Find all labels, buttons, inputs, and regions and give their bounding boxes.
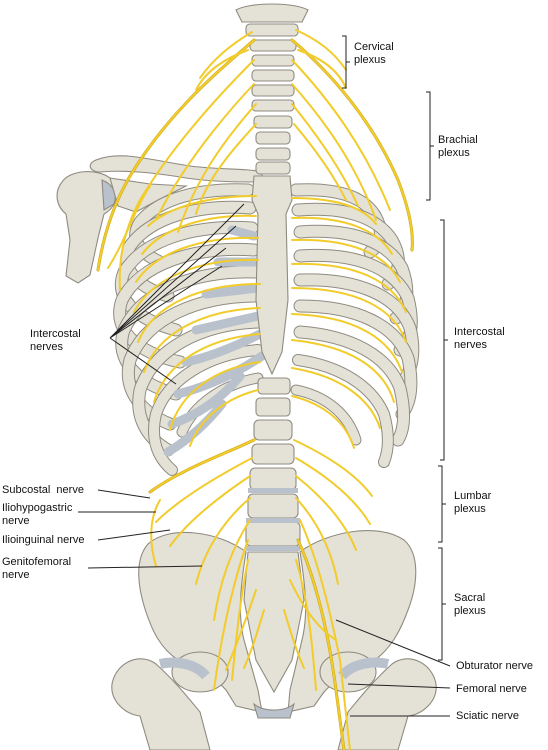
label-iliohypogastric-nerve: Iliohypogastric nerve xyxy=(2,502,72,528)
bracket-lumbar xyxy=(438,465,446,543)
vertebral-column xyxy=(235,3,309,551)
label-cervical-line1: Cervical xyxy=(354,41,394,53)
label-intercostal-nerves-left: Intercostal nerves xyxy=(30,328,81,354)
label-intercostal-nerves-right: Intercostal nerves xyxy=(454,326,505,352)
label-brachial-line2: plexus xyxy=(438,147,470,159)
label-cervical-line2: plexus xyxy=(354,54,386,66)
bracket-intercostal-right xyxy=(440,219,448,461)
label-brachial-plexus: Brachial plexus xyxy=(438,134,478,160)
leader-intercostal-left xyxy=(109,203,245,385)
label-sciatic-nerve: Sciatic nerve xyxy=(456,710,519,722)
femurs xyxy=(111,657,437,750)
label-iliohypogastric-line1: Iliohypogastric xyxy=(2,502,73,514)
label-intercostal-right-line2: nerves xyxy=(454,339,488,351)
leader-genitofemoral xyxy=(87,565,203,569)
label-genitofemoral-line2: nerve xyxy=(2,569,30,581)
bracket-brachial xyxy=(426,91,434,201)
label-intercostal-left-line2: nerves xyxy=(30,341,64,353)
label-lumbar-line1: Lumbar xyxy=(454,490,492,502)
bracket-sacral xyxy=(438,547,446,661)
label-intercostal-right-line1: Intercostal xyxy=(454,326,505,338)
label-obturator-nerve: Obturator nerve xyxy=(456,660,534,672)
label-femoral-nerve: Femoral nerve xyxy=(456,683,527,695)
ribs-right xyxy=(289,183,420,468)
label-iliohypogastric-line2: nerve xyxy=(2,515,30,527)
label-ilioinguinal-nerve: Ilioinguinal nerve xyxy=(2,534,85,546)
label-sacral-line2: plexus xyxy=(454,605,486,617)
leader-obturator xyxy=(335,619,451,667)
label-brachial-line1: Brachial xyxy=(438,134,478,146)
label-intercostal-left-line1: Intercostal xyxy=(30,328,81,340)
label-genitofemoral-line1: Genitofemoral xyxy=(2,556,72,568)
nerve-network xyxy=(96,29,414,750)
ribs-left xyxy=(113,183,265,476)
label-sacral-line1: Sacral xyxy=(454,592,486,604)
leader-ilioinguinal xyxy=(97,529,171,541)
clavicle xyxy=(89,155,263,183)
leader-lines xyxy=(78,203,451,717)
sternum xyxy=(251,175,293,376)
label-lumbar-line2: plexus xyxy=(454,503,486,515)
label-lumbar-plexus: Lumbar plexus xyxy=(454,490,491,516)
label-subcostal-nerve: Subcostal nerve xyxy=(2,484,84,496)
bracket-cervical xyxy=(342,35,350,89)
brackets xyxy=(342,35,448,661)
label-genitofemoral-nerve: Genitofemoral nerve xyxy=(2,556,71,582)
leader-subcostal xyxy=(97,489,151,499)
leader-femoral xyxy=(347,683,451,689)
label-cervical-plexus: Cervical plexus xyxy=(354,41,394,67)
label-sacral-plexus: Sacral plexus xyxy=(454,592,486,618)
